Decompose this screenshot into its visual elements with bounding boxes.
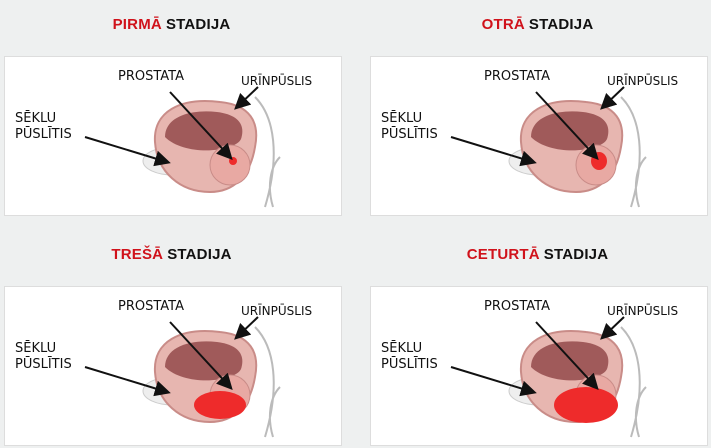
bladder-arrow bbox=[234, 316, 259, 340]
pelvic-outline bbox=[254, 326, 281, 438]
bladder-shape bbox=[531, 341, 609, 381]
stage-panel: CETURTĀ STADIJA PROSTATA URĪNPŪSLIS SĒKL… bbox=[366, 230, 709, 446]
stage-number: TREŠĀ bbox=[111, 245, 164, 263]
bladder-shape bbox=[531, 111, 609, 151]
prostate-diagram bbox=[450, 86, 647, 208]
pelvic-outline bbox=[620, 326, 647, 438]
prostate-label: PROSTATA bbox=[484, 69, 550, 84]
bladder-label: URĪNPŪSLIS bbox=[241, 74, 313, 88]
bladder-arrow bbox=[600, 316, 625, 340]
bladder-shape bbox=[165, 341, 243, 381]
prostate-label: PROSTATA bbox=[118, 69, 184, 84]
prostate-arrow bbox=[535, 91, 599, 160]
prostate-arrow bbox=[169, 91, 233, 160]
pelvic-outline bbox=[620, 96, 647, 208]
bladder-label: URĪNPŪSLIS bbox=[607, 74, 679, 88]
bladder-label: URĪNPŪSLIS bbox=[607, 304, 679, 318]
bladder-label: URĪNPŪSLIS bbox=[241, 304, 313, 318]
seminal-vesicle-label-line2: PŪSLĪTIS bbox=[15, 357, 72, 372]
vesicle-arrow bbox=[84, 366, 171, 397]
stage-word: STADIJA bbox=[543, 245, 609, 263]
stage-number: CETURTĀ bbox=[466, 245, 540, 263]
stage-title: TREŠĀ STADIJA bbox=[0, 230, 343, 278]
prostate-label: PROSTATA bbox=[484, 299, 550, 314]
seminal-vesicle-label-line1: SĒKLU bbox=[381, 341, 423, 356]
tumor-shape bbox=[229, 157, 237, 165]
seminal-vesicle-label-line2: PŪSLĪTIS bbox=[381, 357, 438, 372]
pelvic-outline bbox=[254, 96, 281, 208]
seminal-vesicle-label-line1: SĒKLU bbox=[15, 111, 57, 126]
tumor-shape bbox=[554, 387, 618, 423]
stage-word: STADIJA bbox=[165, 15, 231, 33]
seminal-vesicle-label-line1: SĒKLU bbox=[15, 341, 57, 356]
stage-word: STADIJA bbox=[528, 15, 594, 33]
prostate-arrow bbox=[535, 321, 599, 390]
bladder-arrow bbox=[600, 86, 625, 110]
prostate-diagram bbox=[84, 86, 281, 208]
vesicle-arrow bbox=[84, 136, 171, 167]
bladder-arrow bbox=[234, 86, 259, 110]
vesicle-arrow bbox=[450, 136, 537, 167]
prostate-shape bbox=[209, 144, 251, 186]
tumor-shape bbox=[194, 391, 246, 419]
seminal-vesicle-label-line2: PŪSLĪTIS bbox=[15, 127, 72, 142]
stage-number: OTRĀ bbox=[481, 15, 525, 33]
stage-number: PIRMĀ bbox=[112, 15, 162, 33]
stage-word: STADIJA bbox=[167, 245, 232, 263]
prostate-label: PROSTATA bbox=[118, 299, 184, 314]
prostate-diagram bbox=[450, 316, 647, 438]
bladder-shape bbox=[165, 111, 243, 151]
stage-title: CETURTĀ STADIJA bbox=[366, 230, 709, 278]
prostate-diagram bbox=[84, 316, 281, 438]
vesicle-arrow bbox=[450, 366, 537, 397]
seminal-vesicle-label-line2: PŪSLĪTIS bbox=[381, 127, 438, 142]
prostate-arrow bbox=[169, 321, 233, 390]
stage-title: OTRĀ STADIJA bbox=[366, 0, 709, 48]
seminal-vesicle-label-line1: SĒKLU bbox=[381, 111, 423, 126]
stage-title: PIRMĀ STADIJA bbox=[0, 0, 343, 48]
